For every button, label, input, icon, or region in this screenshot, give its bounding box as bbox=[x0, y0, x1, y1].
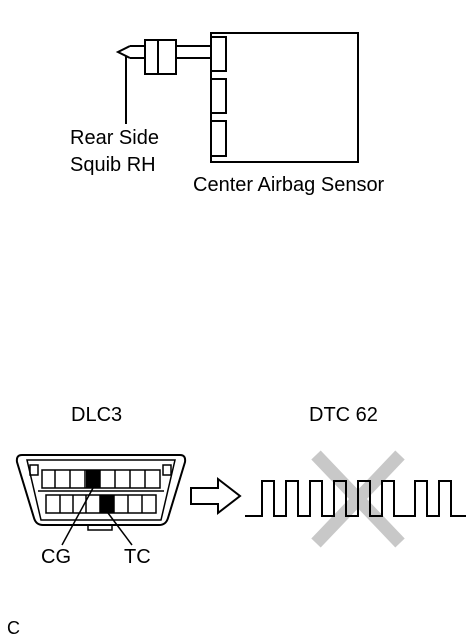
cg-pin bbox=[86, 470, 100, 488]
dlc3-connector bbox=[15, 454, 187, 546]
cg-terminal-label: CG bbox=[41, 546, 71, 568]
center-airbag-sensor-label: Center Airbag Sensor bbox=[193, 174, 385, 196]
center-airbag-sensor-box bbox=[210, 32, 359, 163]
dtc-waveform bbox=[245, 480, 466, 517]
squib-plug-connector bbox=[115, 39, 211, 124]
tc-terminal-label: TC bbox=[124, 546, 151, 568]
right-arrow-icon bbox=[190, 476, 242, 516]
rear-side-squib-label-line1: Rear Side bbox=[70, 127, 159, 149]
dtc-label: DTC 62 bbox=[309, 404, 378, 426]
tc-pin bbox=[100, 495, 114, 513]
rear-side-squib-label-line2: Squib RH bbox=[70, 154, 156, 176]
sensor-connector-slots bbox=[210, 36, 227, 157]
corner-code-label: C bbox=[7, 618, 20, 638]
dlc3-label: DLC3 bbox=[71, 404, 123, 426]
